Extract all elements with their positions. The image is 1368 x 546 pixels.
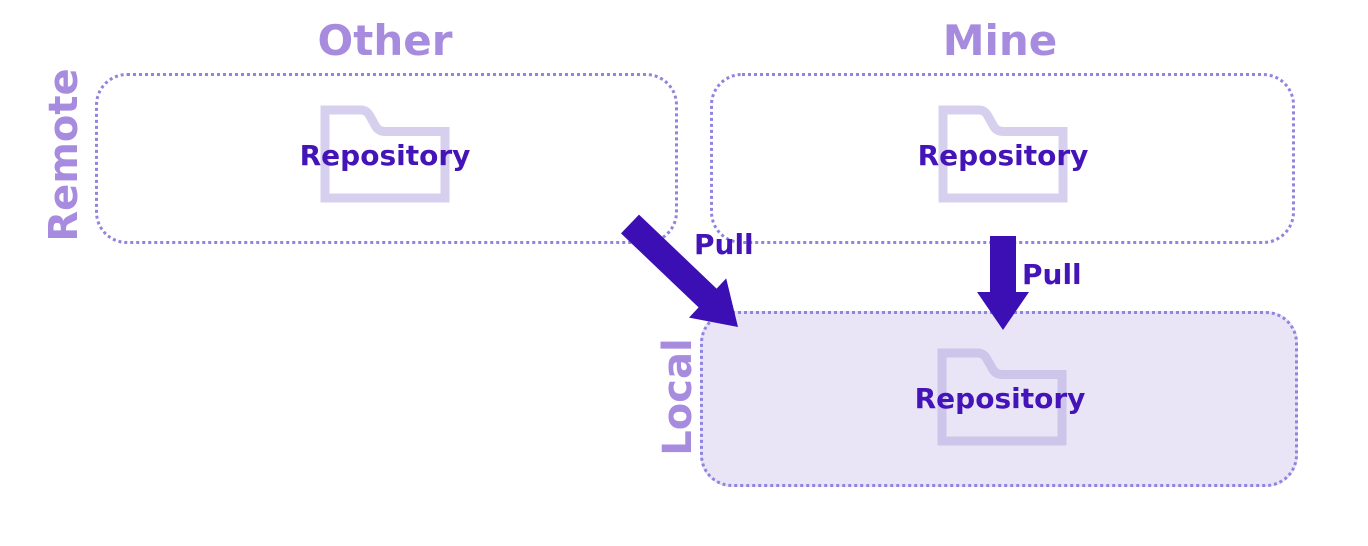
repository-label-other: Repository [299,139,471,172]
column-title-mine: Mine [942,16,1058,65]
repository-label-local: Repository [914,382,1086,415]
local-repository-box [700,311,1298,487]
lane-label-local: Local [655,338,701,456]
column-title-other: Other [317,16,453,65]
folder-icon [937,348,1067,446]
folder-icon [938,105,1068,203]
folder-icon [320,105,450,203]
pull-label-diagonal: Pull [694,228,754,261]
repository-label-mine: Repository [917,139,1089,172]
remote-other-repository-box [95,73,678,244]
lane-label-remote: Remote [41,68,87,242]
pull-label-down: Pull [1022,258,1082,291]
